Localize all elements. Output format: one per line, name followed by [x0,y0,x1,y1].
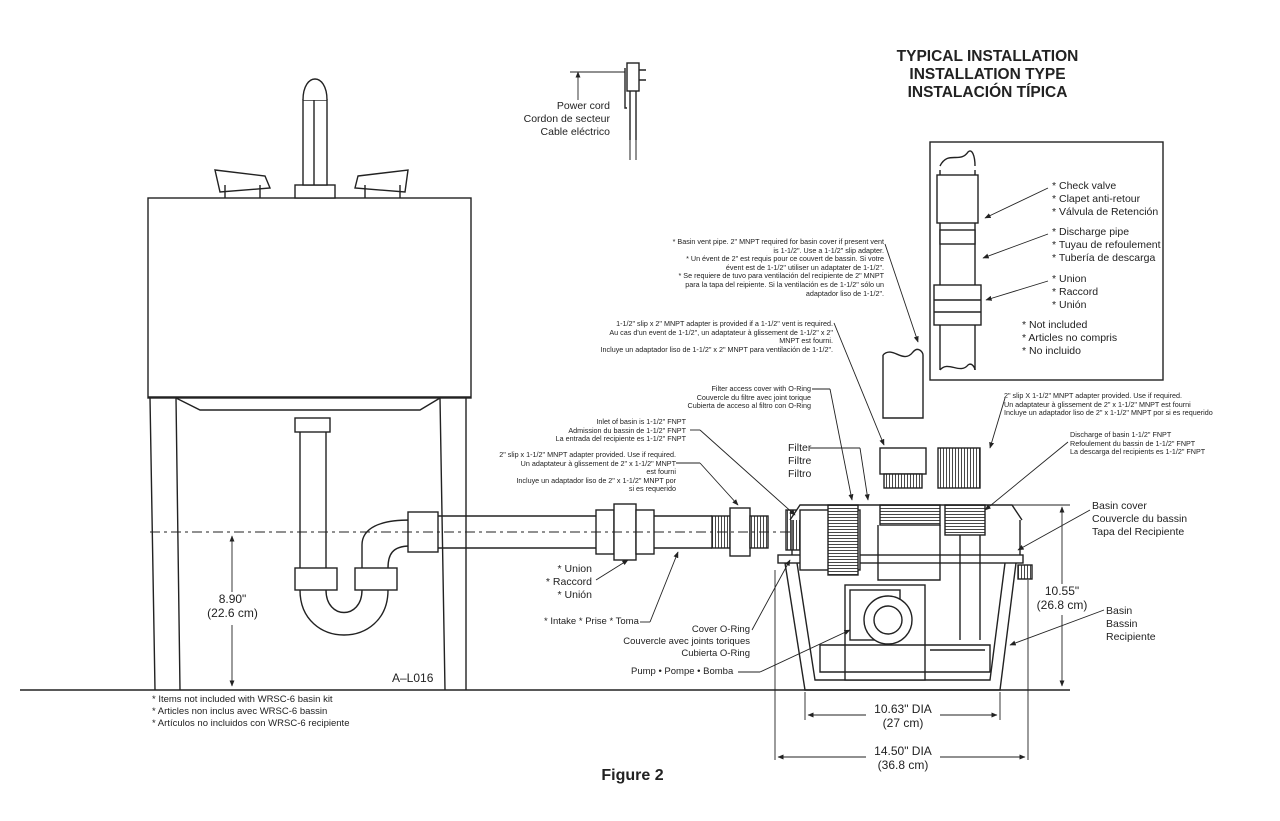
p-trap [294,417,439,636]
footnote: * Items not included with WRSC-6 basin k… [152,694,350,729]
slip-adapter-note: 1-1/2" slip x 2" MNPT adapter is provide… [600,319,833,354]
filter-access-label: Filter access cover with O-Ring Couvercl… [687,384,811,411]
intake-label: * Intake * Prise * Toma [544,616,639,627]
figure-caption: Figure 2 [601,767,664,784]
inlet-height-dimension: 8.90" (22.6 cm) [195,592,270,620]
union-label: * Union * Raccord * Unión [545,563,592,601]
discharge-label: Discharge of basin 1-1/2" FNPT Refouleme… [1070,430,1206,457]
cover-adapters [879,447,981,489]
power-plug [624,62,646,160]
sink [147,78,472,691]
pump-label: Pump • Pompe • Bomba [631,666,734,677]
vent-pipe-note: * Basin vent pipe. 2" MNPT required for … [672,237,884,298]
discharge-pipe-label: * Discharge pipe * Tuyau de refoulement … [1052,226,1161,264]
filter-label: Filter Filtre Filtro [788,442,812,480]
basin-height-dimension: 10.55" (26.8 cm) [1030,584,1094,612]
outlet-adapter-label: 2" slip X 1-1/2" MNPT adapter provided. … [1004,391,1213,418]
page-title: TYPICAL INSTALLATION INSTALLATION TYPE I… [896,48,1079,101]
base-diameter-dimension: 10.63" DIA (27 cm) [866,702,940,730]
power-cord-label: Power cord Cordon de secteur Cable eléct… [523,100,610,138]
top-diameter-dimension: 14.50" DIA (36.8 cm) [866,744,940,772]
inlet-adapter-label: 2" slip x 1-1/2" MNPT adapter provided. … [499,450,676,494]
not-included-label: * Not included * Articles no compris * N… [1022,319,1118,357]
check-valve-label: * Check valve * Clapet anti-retour * Vál… [1052,180,1159,218]
inset-union-label: * Union * Raccord * Unión [1052,273,1099,311]
basin-label: Basin Bassin Recipiente [1106,605,1156,643]
inlet-label: Inlet of basin is 1-1/2" FNPT Admission … [555,417,686,444]
cover-oring-label: Cover O-Ring Couvercle avec joints toriq… [623,624,750,659]
inset-box [929,141,1164,381]
drawing-code: A–L016 [392,671,434,685]
basin [777,504,1033,691]
basin-cover-label: Basin cover Couvercle du bassin Tapa del… [1092,500,1188,538]
vent-pipe [882,348,924,419]
